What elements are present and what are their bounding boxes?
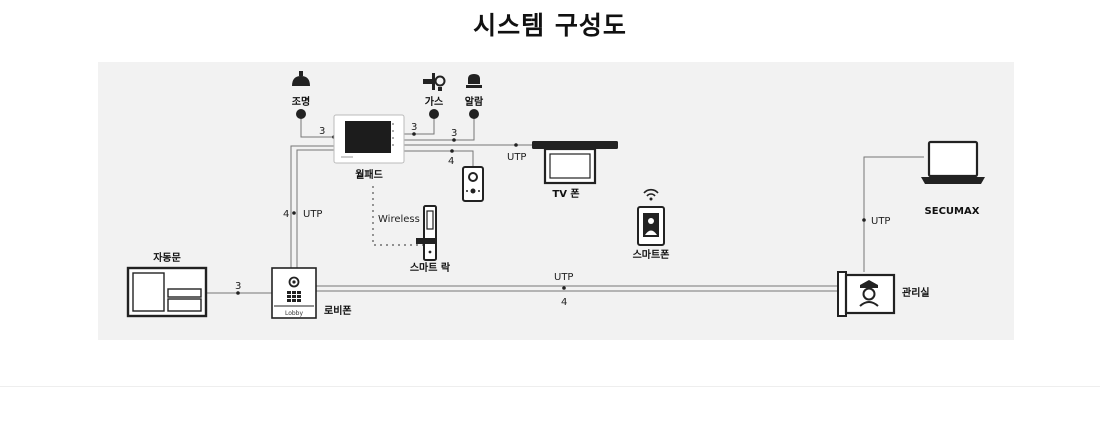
junction-dot [412,132,416,136]
wire-wallpad-alarm [404,118,475,141]
label-lighting: 조명 [292,95,310,108]
wire-wallpad-lobby-b [296,149,334,268]
wire-wallpad-lobby-a [290,145,334,268]
label-mgmt-secumax-utp: UTP [871,216,890,227]
smart-lock-icon [416,205,437,261]
auto-door-icon [126,266,208,318]
junction-dot [514,143,518,147]
gas-valve-icon [423,73,446,119]
label-gas: 가스 [425,95,443,108]
label-wall-lighting: 3 [319,126,325,137]
laptop-icon [921,140,985,184]
label-wall-lobby: 4 [283,209,289,220]
junction-dot [292,211,296,215]
label-smartphone: 스마트폰 [633,248,670,261]
door-camera-icon [462,166,484,202]
junction-dot [450,149,454,153]
label-wireless: Wireless [378,214,420,225]
label-wall-lobby-utp: UTP [303,209,322,220]
label-tv-phone: TV 폰 [552,188,579,200]
label-lobby-phone: 로비폰 [324,304,352,317]
tv-phone-icon [532,141,618,185]
management-office-icon [837,271,896,317]
wire-wallpad-doorcam [404,150,474,167]
junction-dots [236,132,866,295]
label-smart-lock: 스마트 락 [410,261,451,274]
lighting-icon [292,71,310,119]
junction-dot [452,138,456,142]
label-door-lobby: 3 [235,281,241,292]
connection-labels: 3 3 3 UTP 4 4 UTP Wireless 3 UTP 4 UTP [235,122,890,308]
label-lobby-mgmt-count: 4 [561,297,567,308]
label-secumax: SECUMAX [925,206,980,217]
label-alarm: 알람 [465,95,484,108]
wire-wallpad-lighting [300,119,334,138]
wire-wallpad-gas [404,118,435,135]
label-auto-door: 자동문 [153,251,181,264]
lobby-panel-text: Lobby [285,310,304,317]
label-wall-doorcam: 4 [448,156,454,167]
junction-dot [562,286,566,290]
divider [0,386,1100,387]
junction-dot [862,218,866,222]
alarm-icon [466,74,482,119]
label-management-office: 관리실 [902,286,930,299]
label-lobby-mgmt-utp: UTP [554,272,573,283]
wire-mgmt-secumax [863,156,924,272]
wire-wireless [372,186,423,246]
lobby-phone-icon [271,267,317,319]
wallpad-icon [333,114,405,164]
label-wall-gas: 3 [411,122,417,133]
label-wall-tv-utp: UTP [507,152,526,163]
label-wallpad: 월패드 [355,168,383,181]
smartphone-icon [637,188,665,246]
label-wall-alarm: 3 [451,128,457,139]
junction-dot [236,291,240,295]
page-title: 시스템 구성도 [473,11,627,40]
